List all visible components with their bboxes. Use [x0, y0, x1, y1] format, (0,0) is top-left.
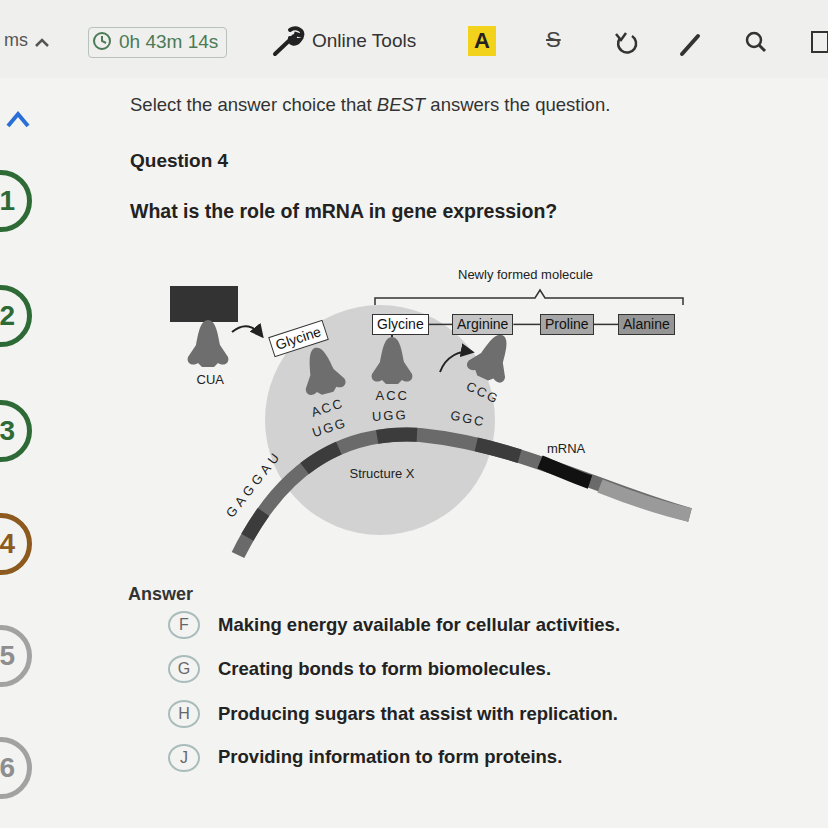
anticodon: ACC	[376, 389, 409, 404]
clock-icon	[94, 33, 110, 49]
anticodon: CUA	[197, 373, 224, 388]
structure-label: Structure X	[350, 467, 415, 482]
node-text: 1	[0, 185, 15, 217]
amino-acid-box: Alanine	[618, 314, 675, 335]
answer-circle: F	[168, 611, 200, 639]
answer-choice: Making energy available for cellular act…	[218, 614, 620, 635]
node-text: F	[179, 616, 189, 634]
toolbar-bg	[0, 0, 828, 78]
question-text: What is the role of mRNA in gene express…	[130, 200, 557, 222]
trna	[296, 343, 348, 399]
question-circle: 2	[0, 285, 32, 347]
node-text: H	[178, 705, 190, 723]
toolbar-label: Online Tools	[312, 30, 416, 52]
instruction-row: Select the answer choice thatBESTanswers…	[130, 94, 615, 116]
instruction-emphasis: BEST	[377, 94, 425, 116]
question-circle: 4	[0, 513, 32, 575]
question-circle: 5	[0, 625, 32, 687]
bracket	[375, 290, 683, 305]
curved-arrow	[232, 326, 262, 336]
highlight-button: A	[468, 26, 496, 56]
node-text: J	[180, 749, 188, 767]
question-circle: 6	[0, 737, 32, 799]
node-text: 4	[0, 528, 15, 560]
answer-heading: Answer	[128, 584, 193, 605]
peptide-bond	[594, 324, 618, 326]
magnifier-icon	[747, 33, 761, 47]
ribosome	[265, 305, 495, 535]
trna	[188, 320, 229, 367]
node-text: A	[474, 28, 490, 53]
amino-acid-box: Glycine	[372, 314, 429, 335]
codon-sequence: GAGGAU	[223, 447, 285, 520]
node-text: G	[178, 660, 190, 678]
node-text: Arginine	[457, 316, 508, 332]
node-text: Glycine	[274, 323, 323, 353]
bracket-label: Newly formed molecule	[458, 268, 593, 283]
curved-arrow	[440, 352, 472, 372]
release-block	[170, 286, 238, 322]
node-text: 3	[0, 415, 15, 447]
question-circle: 3	[0, 400, 32, 462]
codon: UGG	[372, 408, 408, 425]
magnifier-handle	[759, 45, 765, 51]
answer-circle: G	[168, 655, 200, 683]
question-circle: 1	[0, 170, 32, 232]
mrna-dark-segment	[540, 462, 590, 482]
amino-acid-box: Proline	[540, 314, 594, 335]
strike-tool: S	[546, 27, 561, 52]
answer-choice: Producing sugars that assist with replic…	[218, 703, 618, 724]
amino-acid-box: Glycine	[268, 320, 328, 357]
peptide-bond	[513, 324, 540, 326]
question-number: Question 4	[130, 150, 228, 172]
clock-hands	[102, 36, 106, 43]
node-text: Alanine	[623, 316, 670, 332]
node-text: Proline	[545, 316, 589, 332]
wrench-icon	[275, 28, 302, 54]
menu-label: ms	[4, 30, 28, 51]
answer-circle: J	[168, 744, 200, 772]
caret-icon	[36, 40, 48, 46]
strand-label: mRNA	[547, 442, 585, 457]
instruction-text: answers the question.	[430, 94, 610, 116]
undo-head	[616, 33, 626, 40]
instruction-text: Select the answer choice that	[130, 94, 372, 116]
codon: GGC	[449, 408, 487, 430]
trna	[372, 337, 413, 384]
anticodon: CCG	[463, 379, 501, 407]
collapse-chevron	[8, 114, 28, 126]
node-text: 6	[0, 752, 15, 784]
timer-box: 0h 43m 14s	[88, 27, 227, 58]
panel-icon	[812, 32, 828, 52]
trna	[464, 327, 521, 387]
mrna-codons	[238, 435, 690, 555]
node-text: 0h 43m 14s	[119, 31, 218, 52]
answer-choice: Providing information to form proteins.	[218, 746, 562, 767]
mrna-strand	[238, 435, 690, 555]
node-text: Glycine	[377, 316, 424, 332]
mrna-tail	[600, 486, 690, 515]
pencil-icon	[682, 36, 698, 54]
node-text: 2	[0, 300, 15, 332]
peptide-bond	[429, 324, 452, 326]
node-text: 5	[0, 640, 15, 672]
answer-choice: Creating bonds to form biomolecules.	[218, 658, 551, 679]
answer-circle: H	[168, 700, 200, 728]
amino-acid-box: Arginine	[452, 314, 513, 335]
